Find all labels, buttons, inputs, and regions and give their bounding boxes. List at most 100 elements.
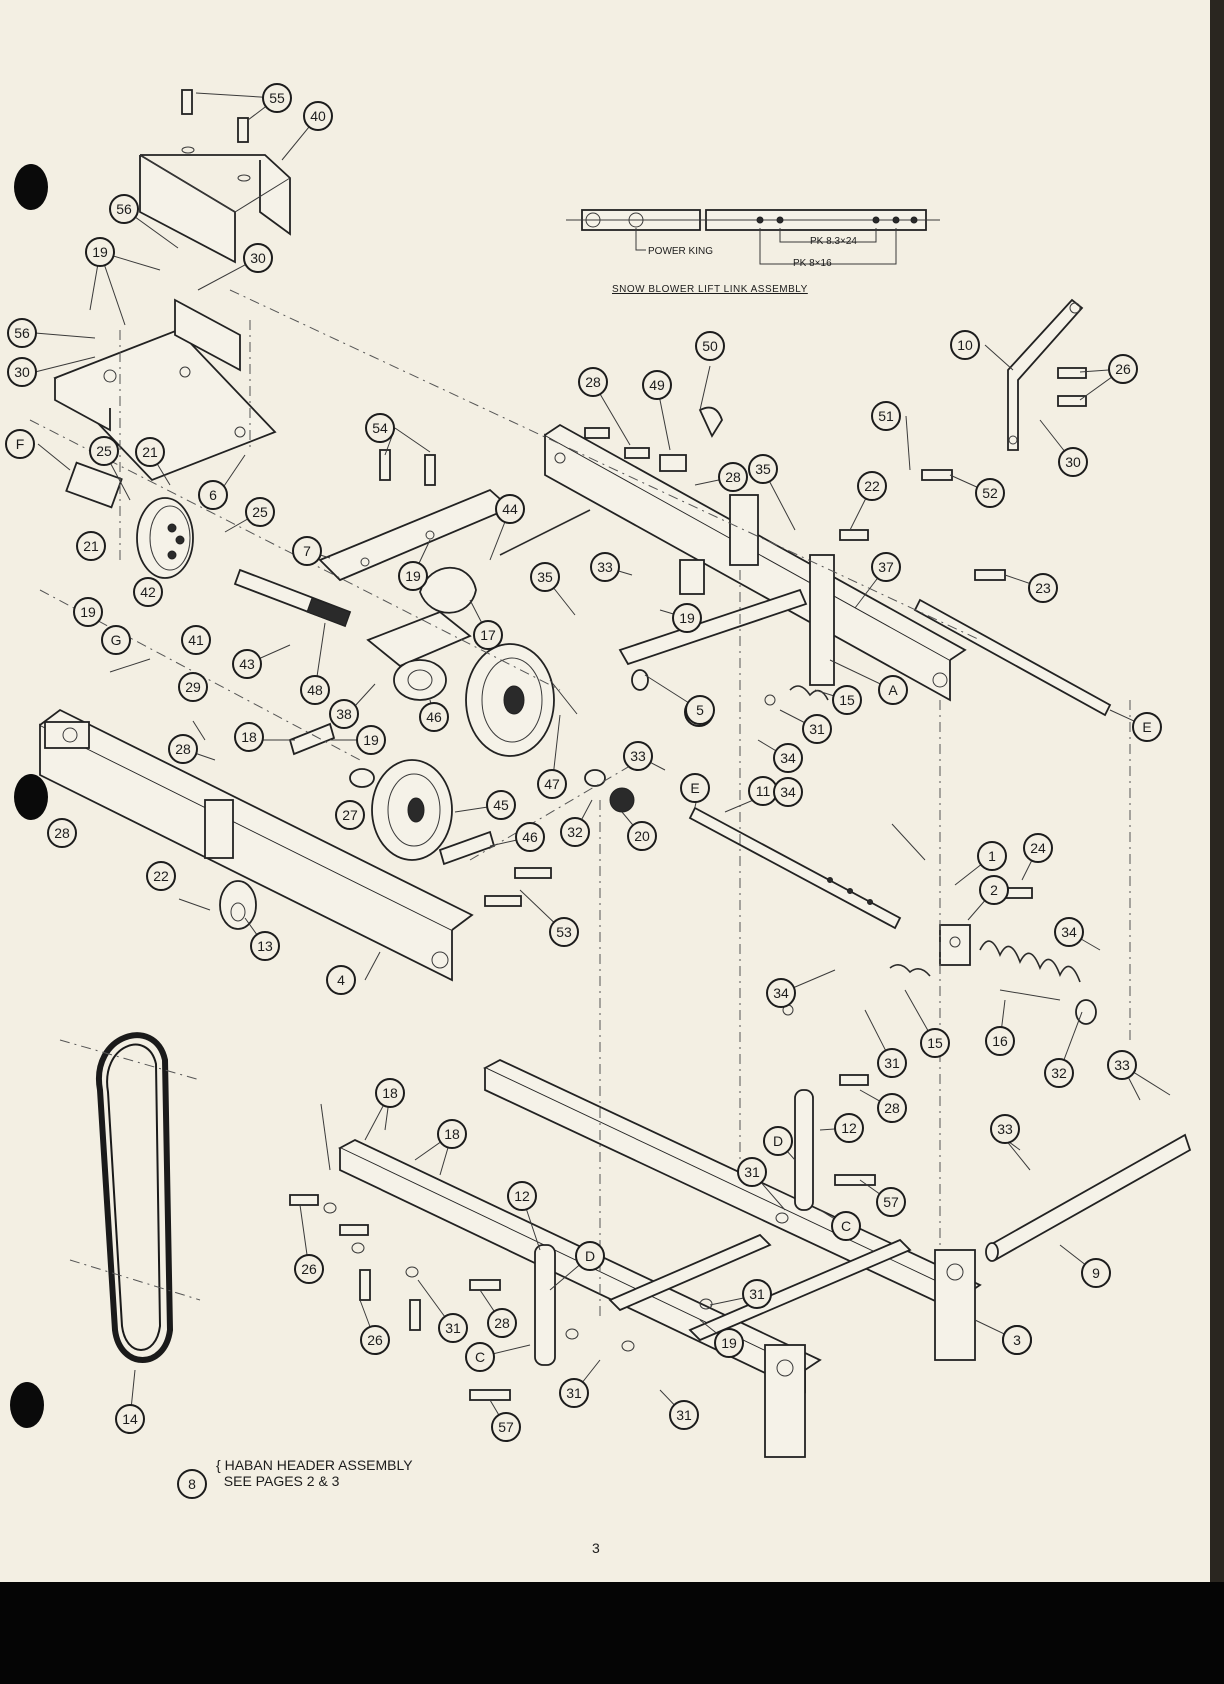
callout-11: 11 — [748, 776, 778, 806]
callout-label: D — [773, 1133, 783, 1149]
callout-label: 10 — [957, 337, 973, 353]
callout-3: 3 — [1002, 1325, 1032, 1355]
callout-30: 30 — [7, 357, 37, 387]
callout-31: 31 — [737, 1157, 767, 1187]
callout-label: 50 — [702, 338, 718, 354]
callout-label: 3 — [1013, 1332, 1021, 1348]
header-note-line2-text: SEE PAGES 2 & 3 — [223, 1473, 340, 1489]
callout-label: 25 — [252, 504, 268, 520]
callout-circle — [146, 861, 176, 891]
callout-19: 19 — [356, 725, 386, 755]
shaft-48-bracket-7 — [233, 449, 591, 701]
callout-circle — [748, 454, 778, 484]
callout-circle — [773, 777, 803, 807]
callout-57: 57 — [876, 1187, 906, 1217]
callout-circle — [335, 800, 365, 830]
callout-35: 35 — [530, 562, 560, 592]
callout-label: 19 — [679, 610, 695, 626]
callout-47: 47 — [537, 769, 567, 799]
callout-19: 19 — [73, 597, 103, 627]
callout-label: 34 — [780, 784, 796, 800]
callout-54: 54 — [365, 413, 395, 443]
callout-circle — [878, 675, 908, 705]
callout-56: 56 — [109, 194, 139, 224]
callout-label: 19 — [721, 1335, 737, 1351]
shaft-9 — [985, 1133, 1192, 1262]
callout-circle — [680, 773, 710, 803]
callout-label: 5 — [696, 702, 704, 718]
page-edge-shadow — [1210, 0, 1224, 1582]
callout-circle — [832, 685, 862, 715]
callout-label: 31 — [884, 1055, 900, 1071]
callout-circle — [85, 237, 115, 267]
callout-circle — [672, 603, 702, 633]
callout-circle — [356, 725, 386, 755]
callout-label: C — [841, 1218, 851, 1234]
callout-label: 26 — [367, 1332, 383, 1348]
binder-hole-top — [14, 164, 48, 210]
callout-4: 4 — [326, 965, 356, 995]
callout-label: 32 — [567, 824, 583, 840]
callout-label: 20 — [634, 828, 650, 844]
cover-40 — [139, 89, 291, 264]
callout-label: 45 — [493, 797, 509, 813]
callout-circle — [877, 1093, 907, 1123]
callout-label: 9 — [1092, 1265, 1100, 1281]
callout-circle — [507, 1181, 537, 1211]
callout-label: 28 — [175, 741, 191, 757]
callout-circle — [831, 1211, 861, 1241]
callout-label: 37 — [878, 559, 894, 575]
callout-label: 22 — [864, 478, 880, 494]
callout-label: C — [475, 1349, 485, 1365]
rail-4 — [39, 708, 474, 982]
callout-circle — [5, 429, 35, 459]
callout-10: 10 — [950, 330, 980, 360]
lift-link-bar — [566, 209, 940, 265]
binder-hole-middle — [14, 774, 48, 820]
callout-18: 18 — [375, 1078, 405, 1108]
callout-1: 1 — [977, 841, 1007, 871]
callout-14: 14 — [115, 1404, 145, 1434]
callout-label: 57 — [498, 1419, 514, 1435]
callout-circle — [985, 1026, 1015, 1056]
callout-33: 33 — [990, 1114, 1020, 1144]
callout-label: 24 — [1030, 840, 1046, 856]
callout-label: 21 — [142, 444, 158, 460]
callout-27: 27 — [335, 800, 365, 830]
lift-link-label-power-king: POWER KING — [648, 246, 714, 257]
callout-30: 30 — [243, 243, 273, 273]
callout-label: 18 — [241, 729, 257, 745]
callout-circle — [486, 790, 516, 820]
callout-D: D — [763, 1126, 793, 1156]
callout-46: 46 — [419, 702, 449, 732]
callout-33: 33 — [590, 552, 620, 582]
header-note-line1-text: HABAN HEADER ASSEMBLY — [224, 1457, 413, 1473]
callout-label: 47 — [544, 776, 560, 792]
callout-57: 57 — [491, 1412, 521, 1442]
callout-label: 30 — [1065, 454, 1081, 470]
callout-21: 21 — [76, 531, 106, 561]
callout-E: E — [1132, 712, 1162, 742]
callout-28: 28 — [47, 818, 77, 848]
callout-circle — [530, 562, 560, 592]
callout-label: 54 — [372, 420, 388, 436]
callout-circle — [871, 401, 901, 431]
callout-18: 18 — [234, 722, 264, 752]
callout-label: 41 — [188, 632, 204, 648]
callout-7: 7 — [292, 536, 322, 566]
callout-circle — [135, 437, 165, 467]
callout-circle — [877, 1048, 907, 1078]
callout-circle — [1132, 712, 1162, 742]
callout-circle — [685, 695, 715, 725]
callout-circle — [549, 917, 579, 947]
callout-label: 34 — [780, 750, 796, 766]
callout-38: 38 — [329, 699, 359, 729]
callout-42: 42 — [133, 577, 163, 607]
callout-label: 22 — [153, 868, 169, 884]
callout-label: 14 — [122, 1411, 138, 1427]
callout-circle — [232, 649, 262, 679]
callout-label: 6 — [209, 487, 217, 503]
callout-32: 32 — [1044, 1058, 1074, 1088]
pulleys — [288, 643, 555, 866]
callout-label: 32 — [1051, 1065, 1067, 1081]
